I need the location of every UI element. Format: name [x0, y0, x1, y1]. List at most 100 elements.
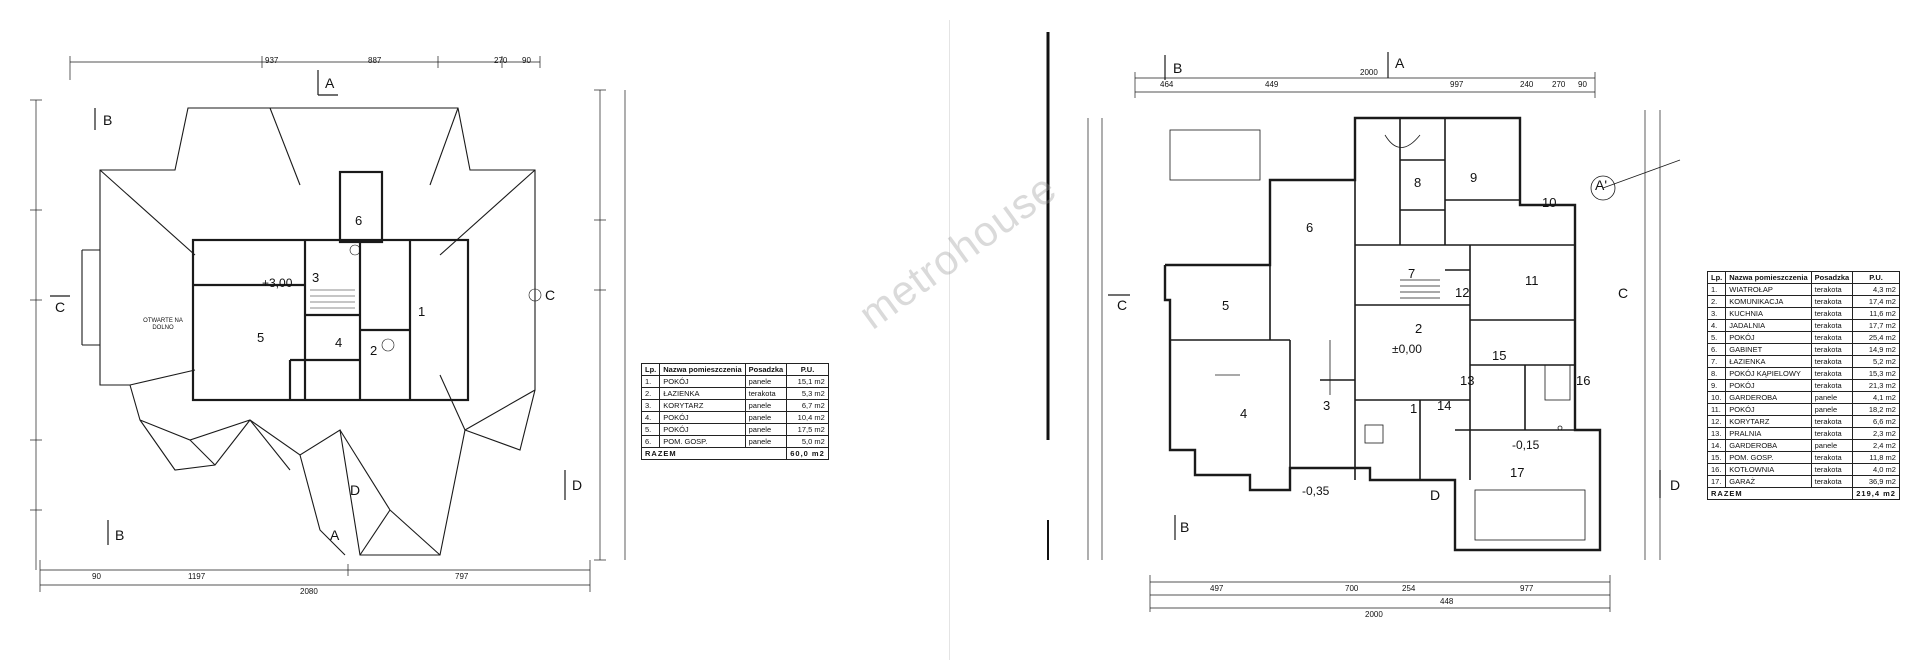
upper-level-mark: +3,00 [262, 276, 293, 290]
upper-dim-bottom-2: 2080 [300, 587, 318, 596]
svg-text:6: 6 [355, 213, 362, 228]
cell-area: 5,0 m2 [786, 435, 829, 448]
cell-lp: 2. [640, 387, 661, 400]
upper-dimension-lines [30, 56, 626, 592]
cell-name: POKÓJ [1725, 331, 1812, 344]
cell-lp: 14. [1706, 439, 1727, 452]
ground-dimension-lines [1087, 72, 1661, 612]
svg-text:9: 9 [1470, 170, 1477, 185]
col-room-name: Nazwa pomieszczenia [659, 363, 746, 376]
cell-name: POKÓJ [659, 423, 746, 436]
cell-floor: panele [744, 411, 788, 424]
cell-floor: terakota [1810, 307, 1854, 320]
cell-floor: terakota [1810, 367, 1854, 380]
svg-text:2: 2 [370, 343, 377, 358]
col-floor: Posadzka [1810, 271, 1854, 284]
total-label: RAZEM [1706, 487, 1854, 500]
cell-floor: terakota [1810, 379, 1854, 392]
svg-text:16: 16 [1576, 373, 1590, 388]
upper-section-markers [50, 70, 566, 545]
cell-lp: 9. [1706, 379, 1727, 392]
ground-interior-walls [1170, 118, 1575, 480]
svg-text:1: 1 [1410, 401, 1417, 416]
svg-text:5: 5 [257, 330, 264, 345]
table-header-row: Lp. Nazwa pomieszczenia Posadzka P.U. [640, 363, 829, 376]
cell-area: 25,4 m2 [1852, 331, 1900, 344]
col-area: P.U. [1852, 271, 1900, 284]
svg-text:C: C [1618, 285, 1628, 301]
cell-floor: terakota [1810, 355, 1854, 368]
svg-text:11: 11 [1525, 273, 1539, 288]
cell-lp: 12. [1706, 415, 1727, 428]
cell-floor: terakota [1810, 451, 1854, 464]
cell-area: 4,1 m2 [1852, 391, 1900, 404]
cell-area: 14,9 m2 [1852, 343, 1900, 356]
cell-floor: panele [1810, 439, 1854, 452]
ground-dim-bottom-2: 254 [1402, 584, 1416, 593]
svg-text:A: A [1395, 55, 1405, 71]
cell-name: PRALNIA [1725, 427, 1812, 440]
cell-lp: 17. [1706, 475, 1727, 488]
cell-name: KOMUNIKACJA [1725, 295, 1812, 308]
cell-area: 15,1 m2 [786, 375, 829, 388]
svg-text:B: B [103, 112, 112, 128]
ground-level-mark-2: -0,15 [1512, 438, 1540, 452]
ground-section-letters: A A' B B C C D D [1117, 55, 1680, 535]
upper-room-numbers: 1 2 3 4 5 6 [257, 213, 425, 358]
page-divider [949, 20, 950, 660]
cell-floor: terakota [1810, 283, 1854, 296]
svg-text:B: B [1173, 60, 1182, 76]
cell-floor: terakota [1810, 295, 1854, 308]
ground-dim-top-0: 464 [1160, 80, 1174, 89]
cell-floor: panele [744, 375, 788, 388]
svg-text:B: B [115, 527, 124, 543]
upper-dim-top-3: 90 [522, 56, 531, 65]
ground-dim-bottom-0: 497 [1210, 584, 1224, 593]
svg-text:4: 4 [335, 335, 342, 350]
ground-dim-top-1: 449 [1265, 80, 1279, 89]
cell-floor: terakota [744, 387, 788, 400]
total-area: 60,0 m2 [786, 447, 829, 460]
cell-lp: 13. [1706, 427, 1727, 440]
cell-area: 11,6 m2 [1852, 307, 1900, 320]
upper-dim-bottom-0: 1197 [188, 572, 206, 581]
cell-name: POKÓJ KĄPIELOWY [1725, 367, 1812, 380]
cell-name: ŁAZIENKA [659, 387, 746, 400]
cell-area: 2,3 m2 [1852, 427, 1900, 440]
ground-dim-bottom-4: 977 [1520, 584, 1534, 593]
cell-name: KUCHNIA [1725, 307, 1812, 320]
cell-name: POKÓJ [659, 411, 746, 424]
svg-text:6: 6 [1306, 220, 1313, 235]
svg-text:13: 13 [1460, 373, 1474, 388]
svg-text:5: 5 [1222, 298, 1229, 313]
cell-area: 36,9 m2 [1852, 475, 1900, 488]
cell-area: 21,3 m2 [1852, 379, 1900, 392]
svg-text:B: B [1180, 519, 1189, 535]
ground-details [1169, 129, 1681, 541]
svg-text:D: D [572, 477, 582, 493]
ground-level-mark-1: -0,35 [1302, 484, 1330, 498]
ground-section-markers [1108, 52, 1661, 540]
ground-dim-top-6: 90 [1578, 80, 1587, 89]
cell-lp: 15. [1706, 451, 1727, 464]
cell-area: 17,7 m2 [1852, 319, 1900, 332]
svg-text:C: C [1117, 297, 1127, 313]
cell-lp: 5. [1706, 331, 1727, 344]
cell-name: GARAŻ [1725, 475, 1812, 488]
svg-text:3: 3 [1323, 398, 1330, 413]
cell-area: 6,6 m2 [1852, 415, 1900, 428]
cell-floor: terakota [1810, 463, 1854, 476]
cell-lp: 1. [1706, 283, 1727, 296]
cell-lp: 4. [1706, 319, 1727, 332]
